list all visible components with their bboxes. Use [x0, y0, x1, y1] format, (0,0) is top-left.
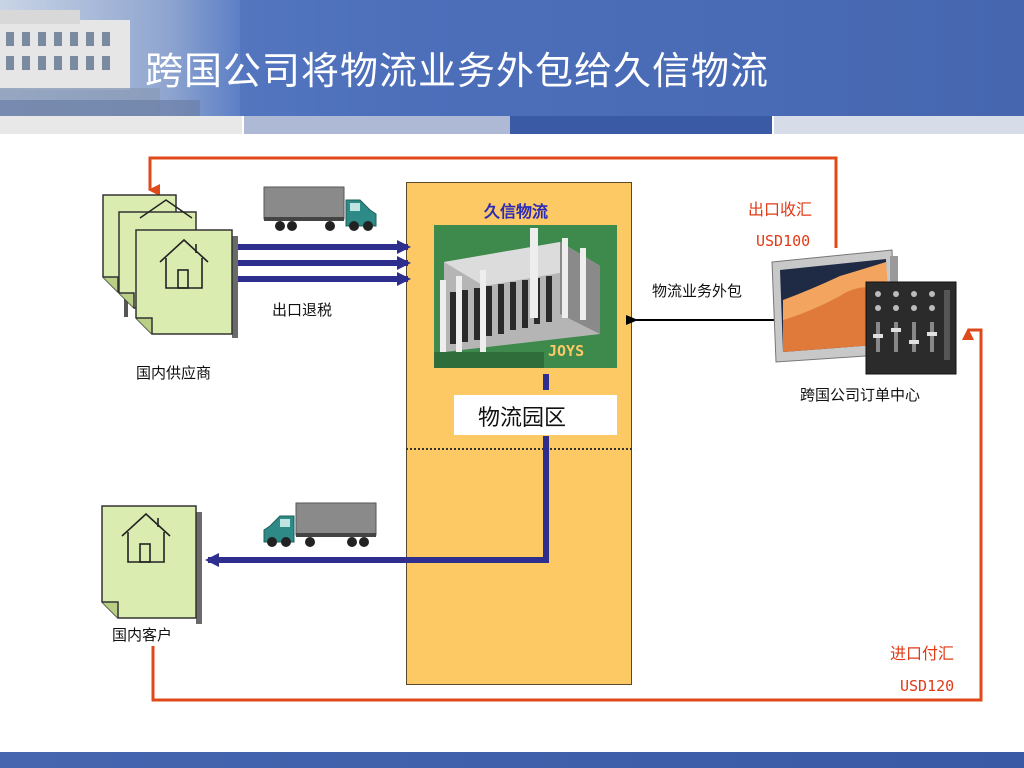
usd100-label: USD100	[756, 232, 811, 250]
supplier-doc-front	[135, 199, 238, 338]
export-rebate-label: 出口退税	[272, 301, 333, 319]
logistics-park-label-box	[454, 395, 617, 435]
header-band-3	[510, 116, 772, 134]
house-icon	[121, 512, 171, 563]
footer-bar	[0, 752, 1024, 768]
truck-icon	[263, 502, 377, 547]
logistics-park-label: 物流园区	[478, 406, 567, 431]
export-receipt-label: 出口收汇	[748, 200, 813, 219]
order-center-label: 跨国公司订单中心	[800, 386, 921, 404]
header-band-1	[0, 116, 242, 134]
import-payment-label: 进口付汇	[890, 644, 955, 663]
house-icon	[159, 238, 209, 289]
page-title: 跨国公司将物流业务外包给久信物流	[145, 49, 770, 93]
header-band-4	[774, 116, 1024, 134]
domestic-supplier-label: 国内供应商	[136, 364, 212, 382]
export-receipt-line	[148, 156, 838, 248]
import-payment-line	[151, 328, 983, 702]
domestic-customer-label: 国内客户	[112, 626, 173, 644]
monitor-icon	[771, 249, 898, 363]
logo-text-joys: JOYS	[548, 342, 585, 360]
campus-building-photo	[0, 0, 240, 116]
supplier-to-park-arrows	[238, 240, 411, 286]
header-band-2	[244, 116, 510, 134]
park-divider	[406, 448, 632, 450]
mixer-icon	[865, 281, 957, 375]
company-label: 久信物流	[484, 202, 549, 221]
outsource-label: 物流业务外包	[652, 282, 743, 300]
park-to-customer-arrow	[205, 374, 549, 567]
truck-icon	[263, 186, 377, 231]
usd120-label: USD120	[900, 677, 955, 695]
logo-text-un: UN	[558, 368, 577, 386]
